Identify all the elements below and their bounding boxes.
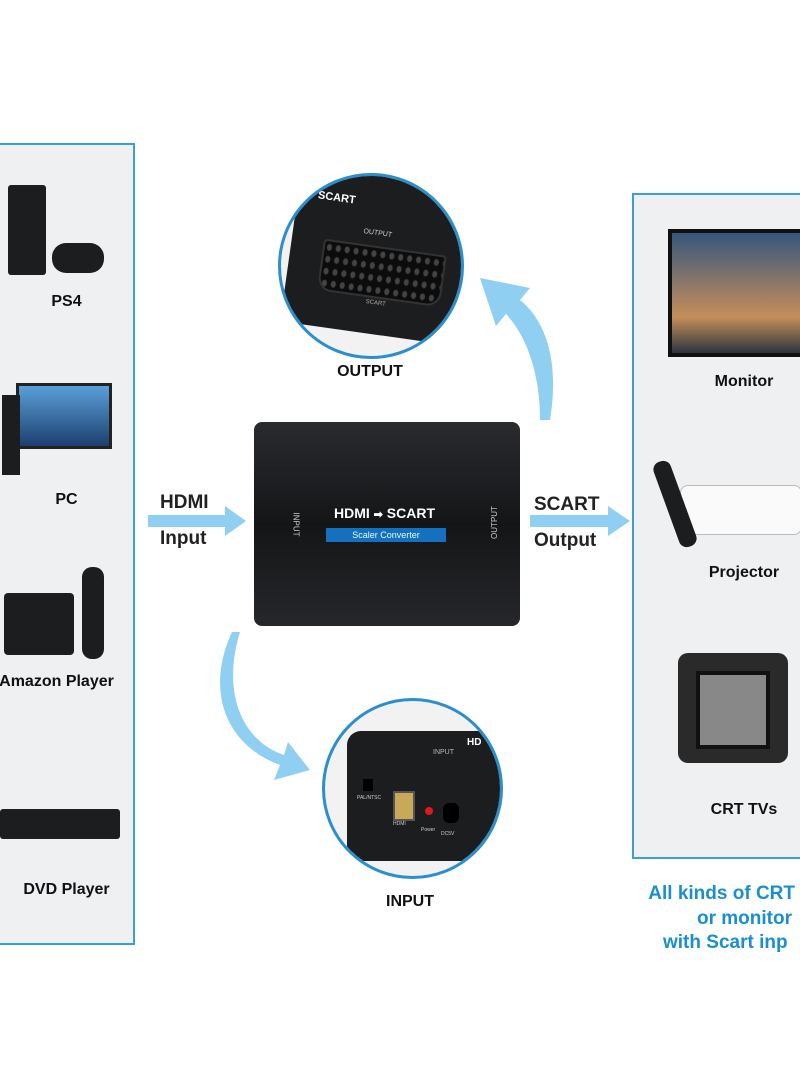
device-label: Projector <box>708 564 780 581</box>
device-label: Amazon Player <box>0 673 114 690</box>
dc-jack-icon <box>443 803 459 823</box>
device-label: PS4 <box>51 293 82 310</box>
output-arrow-icon <box>530 506 630 536</box>
device-label: DVD Player <box>23 881 110 898</box>
display-devices-panel: Monitor Projector CRT TVs <box>632 193 800 859</box>
note-line2: or monitor <box>697 908 792 929</box>
hdmi-input-label-line2: Input <box>160 528 207 549</box>
note-line3: with Scart inp <box>663 932 788 953</box>
remote-icon <box>82 567 104 659</box>
converter-title: HDMI ➡ SCART <box>334 505 436 521</box>
arrow-right-icon: ➡ <box>373 509 383 521</box>
scart-output-label-line2: Output <box>534 530 597 551</box>
dvd-player-icon <box>0 809 120 839</box>
power-led-icon <box>425 807 433 815</box>
up-curve-arrow-icon <box>480 278 554 420</box>
source-devices-panel: PS4 PC Amazon Player DVD Player <box>0 143 135 945</box>
streaming-box-icon <box>4 593 74 655</box>
hdmi-port-icon <box>393 791 415 821</box>
pc-tower-icon <box>2 395 20 475</box>
input-caption: INPUT <box>386 893 434 910</box>
note-line1: All kinds of CRT <box>648 883 795 904</box>
crt-tv-icon <box>678 653 788 763</box>
output-port-detail: SCART OUTPUT SCART <box>278 173 464 359</box>
device-label: Monitor <box>714 373 774 390</box>
monitor-icon <box>668 229 800 357</box>
game-console-icon <box>8 185 46 275</box>
scart-output-label-line1: SCART <box>534 494 600 515</box>
side-input-label: INPUT <box>291 512 301 537</box>
pal-ntsc-switch <box>363 779 373 791</box>
input-port-detail: INPUT HD PAL/NTSC HDMI Power DC5V <box>322 698 503 879</box>
side-output-label: OUTPUT <box>489 506 499 539</box>
desktop-pc-icon <box>16 383 112 449</box>
scart-port-icon <box>316 238 447 308</box>
device-label: PC <box>55 491 78 508</box>
output-caption: OUTPUT <box>337 363 403 380</box>
device-label: CRT TVs <box>710 801 778 818</box>
hdmi-input-label-line1: HDMI <box>160 492 209 513</box>
input-arrow-icon <box>148 506 246 536</box>
down-curve-arrow-icon <box>220 632 310 780</box>
converter-device: HDMI ➡ SCART Scaler Converter INPUT OUTP… <box>254 422 520 626</box>
gamepad-icon <box>52 243 104 273</box>
projector-icon <box>680 485 800 535</box>
converter-subtitle: Scaler Converter <box>326 528 446 542</box>
